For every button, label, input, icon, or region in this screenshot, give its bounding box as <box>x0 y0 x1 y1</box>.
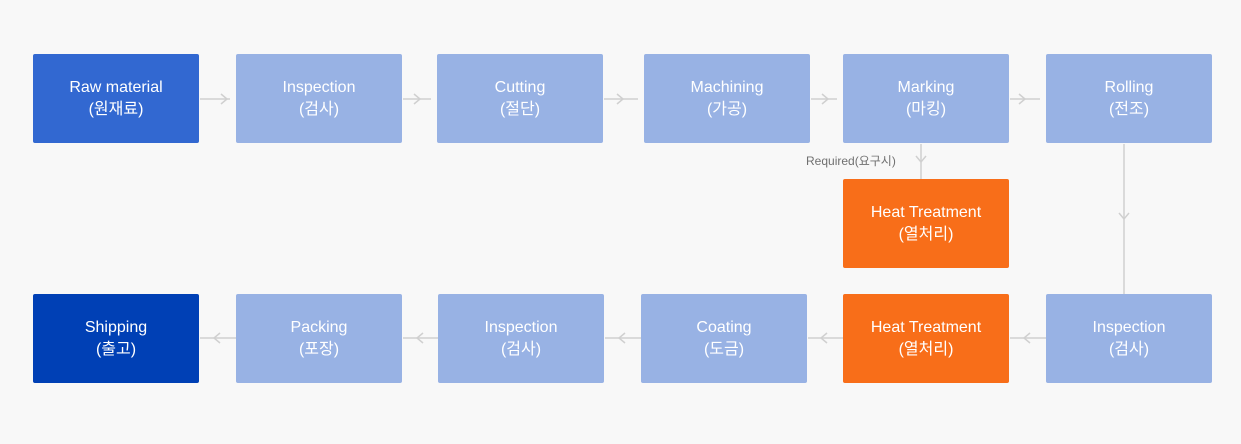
step-label: Raw material <box>69 78 163 96</box>
step-label: Shipping <box>84 318 148 336</box>
step-label: Marking <box>897 78 955 96</box>
step-sublabel: (원재료) <box>88 100 144 118</box>
step-inspection-2: Inspection (검사) <box>1046 294 1212 383</box>
step-inspection-3: Inspection (검사) <box>438 294 604 383</box>
step-label: Coating <box>696 318 752 336</box>
step-cutting: Cutting (절단) <box>437 54 603 143</box>
step-sublabel: (검사) <box>1108 340 1150 358</box>
step-rolling: Rolling (전조) <box>1046 54 1212 143</box>
step-sublabel: (출고) <box>95 340 137 358</box>
step-label: Heat Treatment <box>870 318 982 336</box>
required-note: Required(요구시) <box>806 154 896 168</box>
step-marking: Marking (마킹) <box>843 54 1009 143</box>
step-label: Heat Treatment <box>870 203 982 221</box>
step-sublabel: (도금) <box>703 340 745 358</box>
step-sublabel: (절단) <box>499 100 541 118</box>
step-label: Inspection <box>282 78 356 96</box>
step-label: Rolling <box>1104 78 1154 96</box>
step-sublabel: (열처리) <box>898 340 954 358</box>
step-sublabel: (전조) <box>1108 100 1150 118</box>
step-heat-treatment-optional: Heat Treatment (열처리) <box>843 179 1009 268</box>
step-label: Inspection <box>1092 318 1166 336</box>
step-sublabel: (검사) <box>298 100 340 118</box>
step-machining: Machining (가공) <box>644 54 810 143</box>
step-label: Inspection <box>484 318 558 336</box>
step-packing: Packing (포장) <box>236 294 402 383</box>
step-sublabel: (열처리) <box>898 225 954 243</box>
step-sublabel: (마킹) <box>905 100 947 118</box>
step-shipping: Shipping (출고) <box>33 294 199 383</box>
step-sublabel: (검사) <box>500 340 542 358</box>
step-label: Machining <box>690 78 764 96</box>
step-label: Packing <box>290 318 348 336</box>
step-inspection-1: Inspection (검사) <box>236 54 402 143</box>
step-label: Cutting <box>494 78 546 96</box>
step-heat-treatment: Heat Treatment (열처리) <box>843 294 1009 383</box>
step-sublabel: (가공) <box>706 100 748 118</box>
step-sublabel: (포장) <box>298 340 340 358</box>
step-coating: Coating (도금) <box>641 294 807 383</box>
step-raw-material: Raw material (원재료) <box>33 54 199 143</box>
